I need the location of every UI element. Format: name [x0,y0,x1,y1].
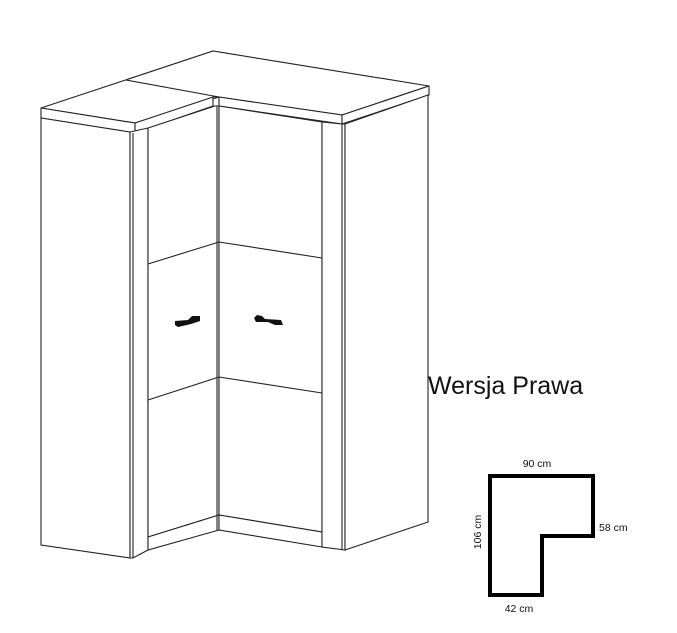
right-door-divider-lower [218,376,323,394]
top-slab-seam [125,79,220,98]
top-slab-edge-right [341,85,430,125]
floor-plan-outline [488,474,595,597]
left-door-handle-icon [175,316,200,327]
dimension-bottom: 42 cm [505,603,534,615]
left-pilaster [129,127,149,559]
right-door-handle-icon [254,315,283,325]
dimension-top: 90 cm [523,458,552,470]
version-title: Wersja Prawa [428,372,583,400]
left-side-panel [40,117,131,559]
right-door-divider-upper [218,241,323,259]
dimension-right: 58 cm [599,522,628,534]
top-slab-edge-mid-left [134,96,214,134]
left-door-divider-lower [147,376,220,401]
left-door-divider-upper [147,241,220,265]
right-side-panel [344,94,429,551]
right-door [218,105,323,533]
dimension-left: 106 cm [472,515,484,550]
